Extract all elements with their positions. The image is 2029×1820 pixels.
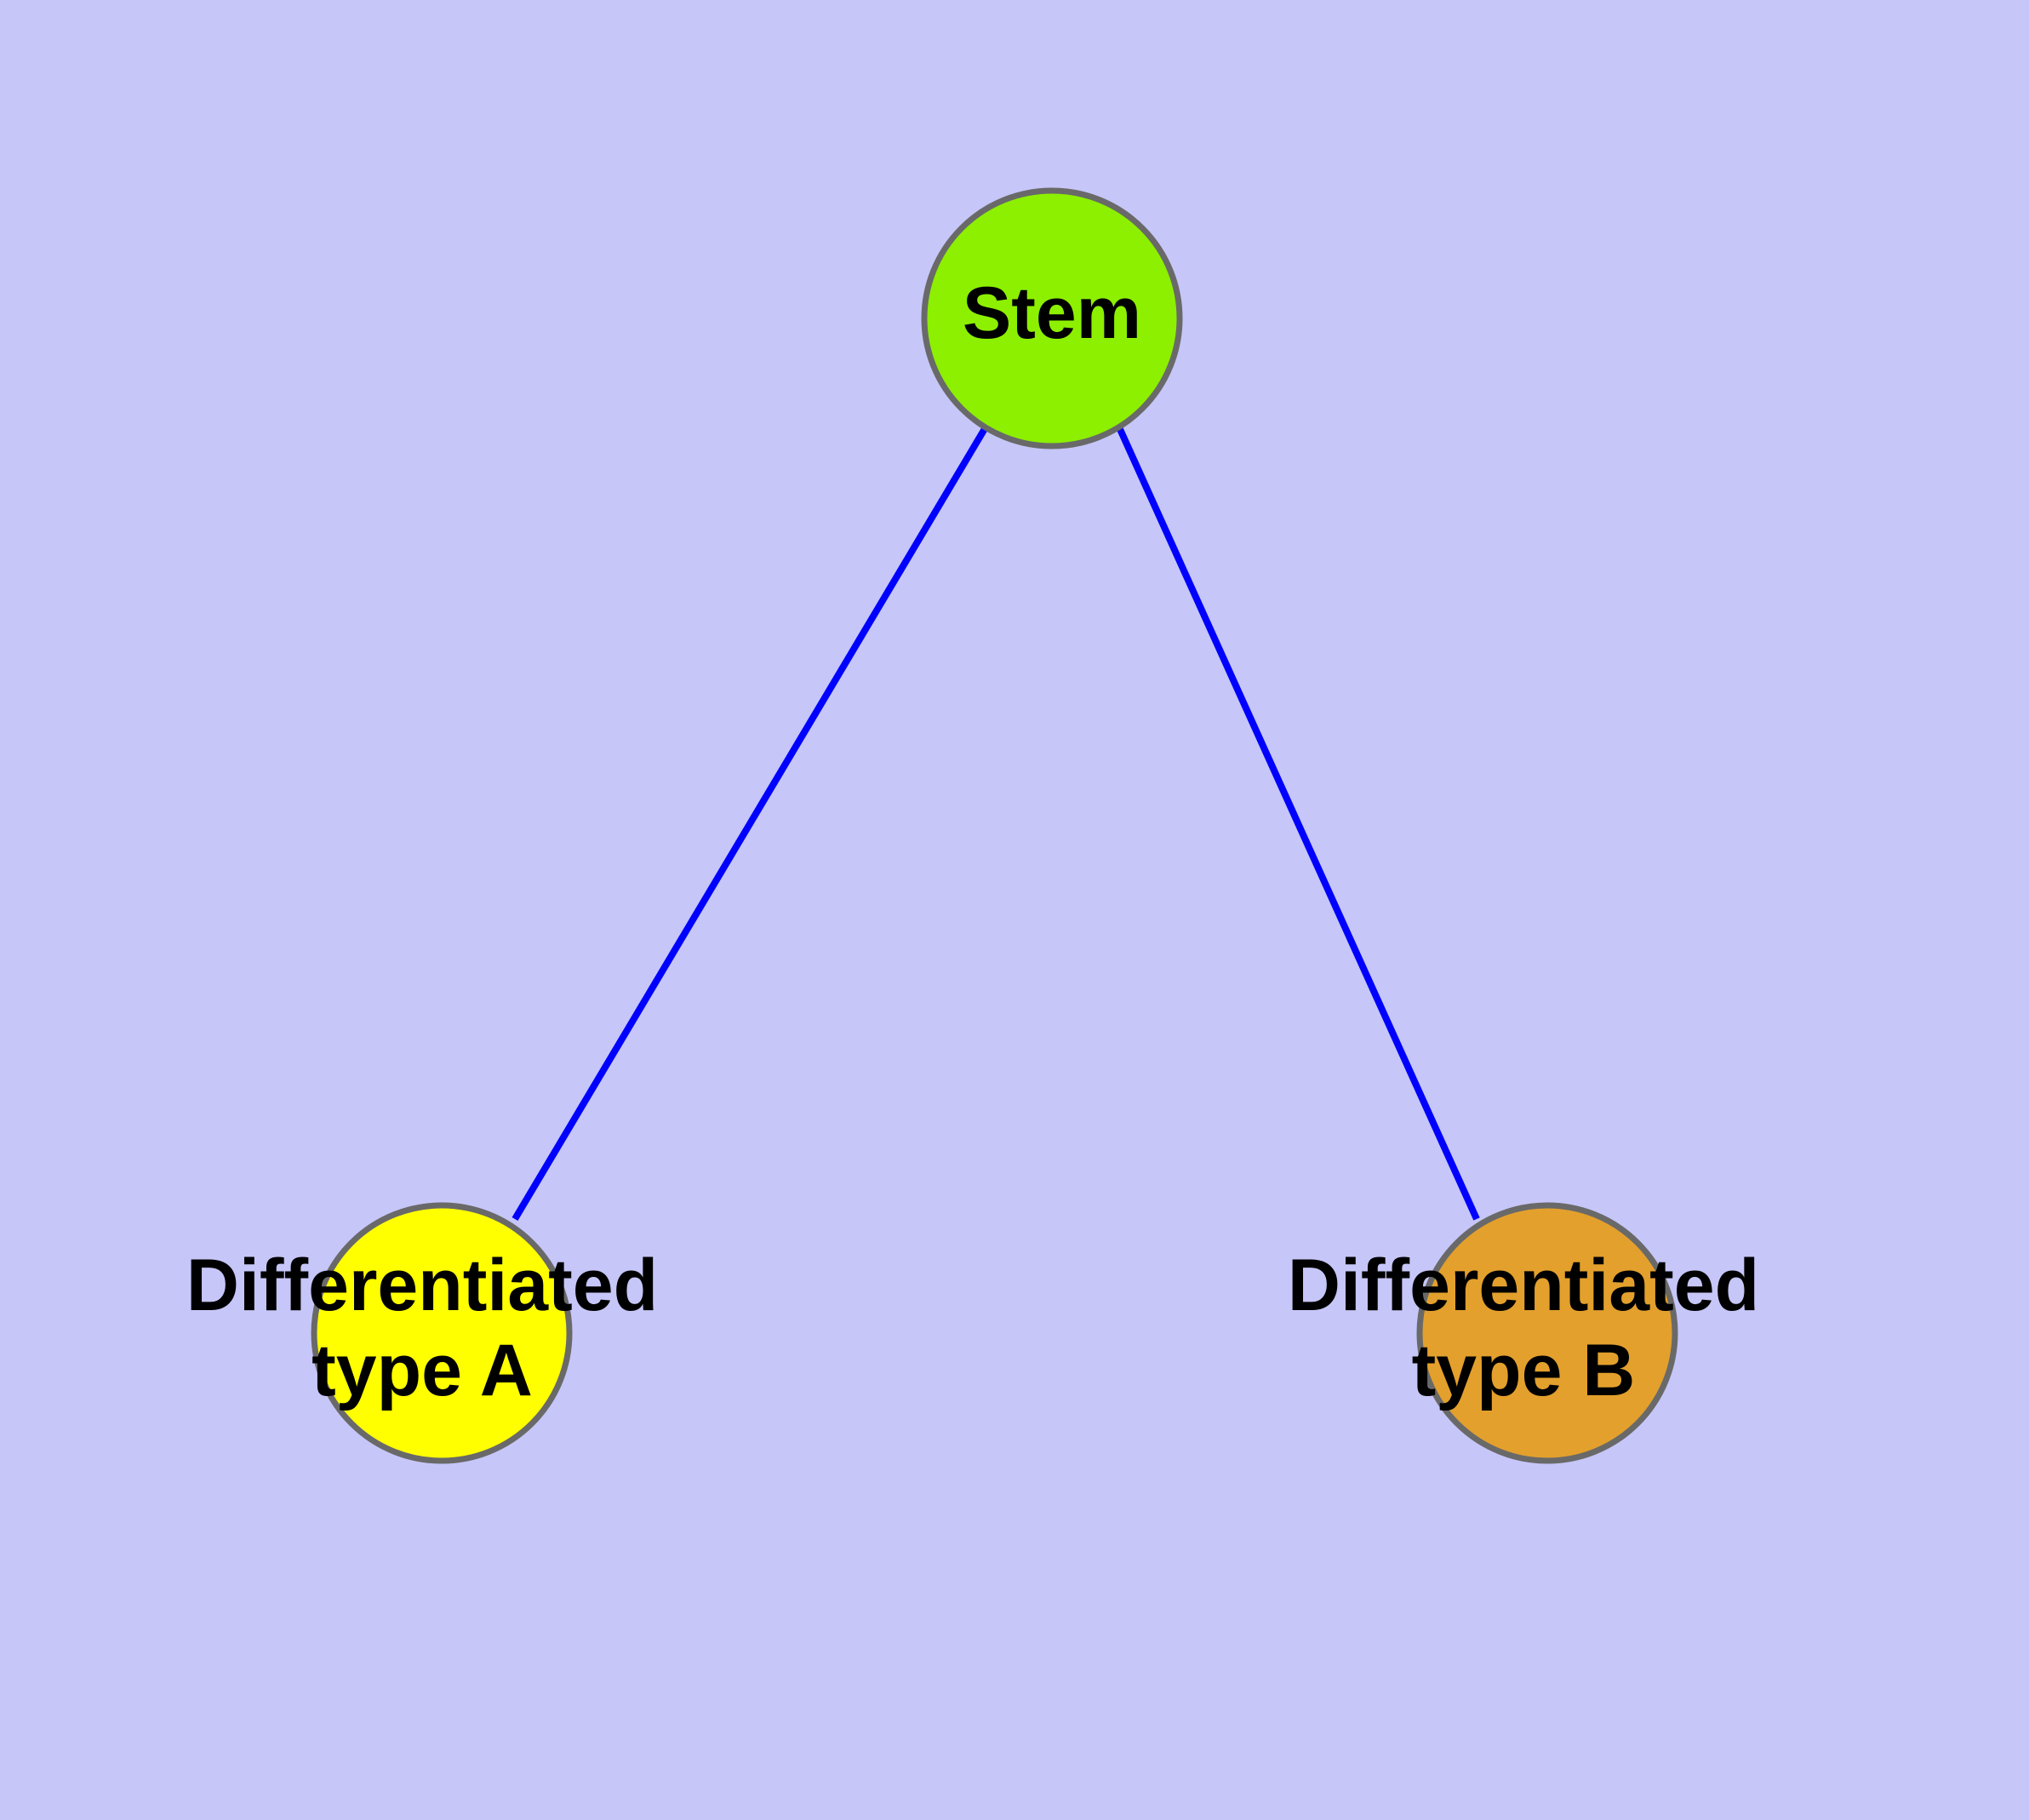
nodes-group [311,187,1678,1464]
label-line: Stem [963,272,1141,354]
graph-edge-stem-to-diff-a[interactable] [512,425,989,1222]
graph-edge-stem-to-diff-b[interactable] [1116,426,1480,1221]
label-line: Differentiated [1288,1245,1759,1326]
label-line: type B [1412,1330,1636,1411]
graph-node-diff-b[interactable] [1416,1202,1678,1464]
label-line: Differentiated [186,1245,658,1326]
graph-node-label-stem: Stem [963,272,1141,354]
graph-node-stem[interactable] [921,187,1183,449]
graph-node-diff-a[interactable] [311,1202,573,1464]
label-line: type A [311,1330,533,1411]
edges-group [512,425,1480,1222]
